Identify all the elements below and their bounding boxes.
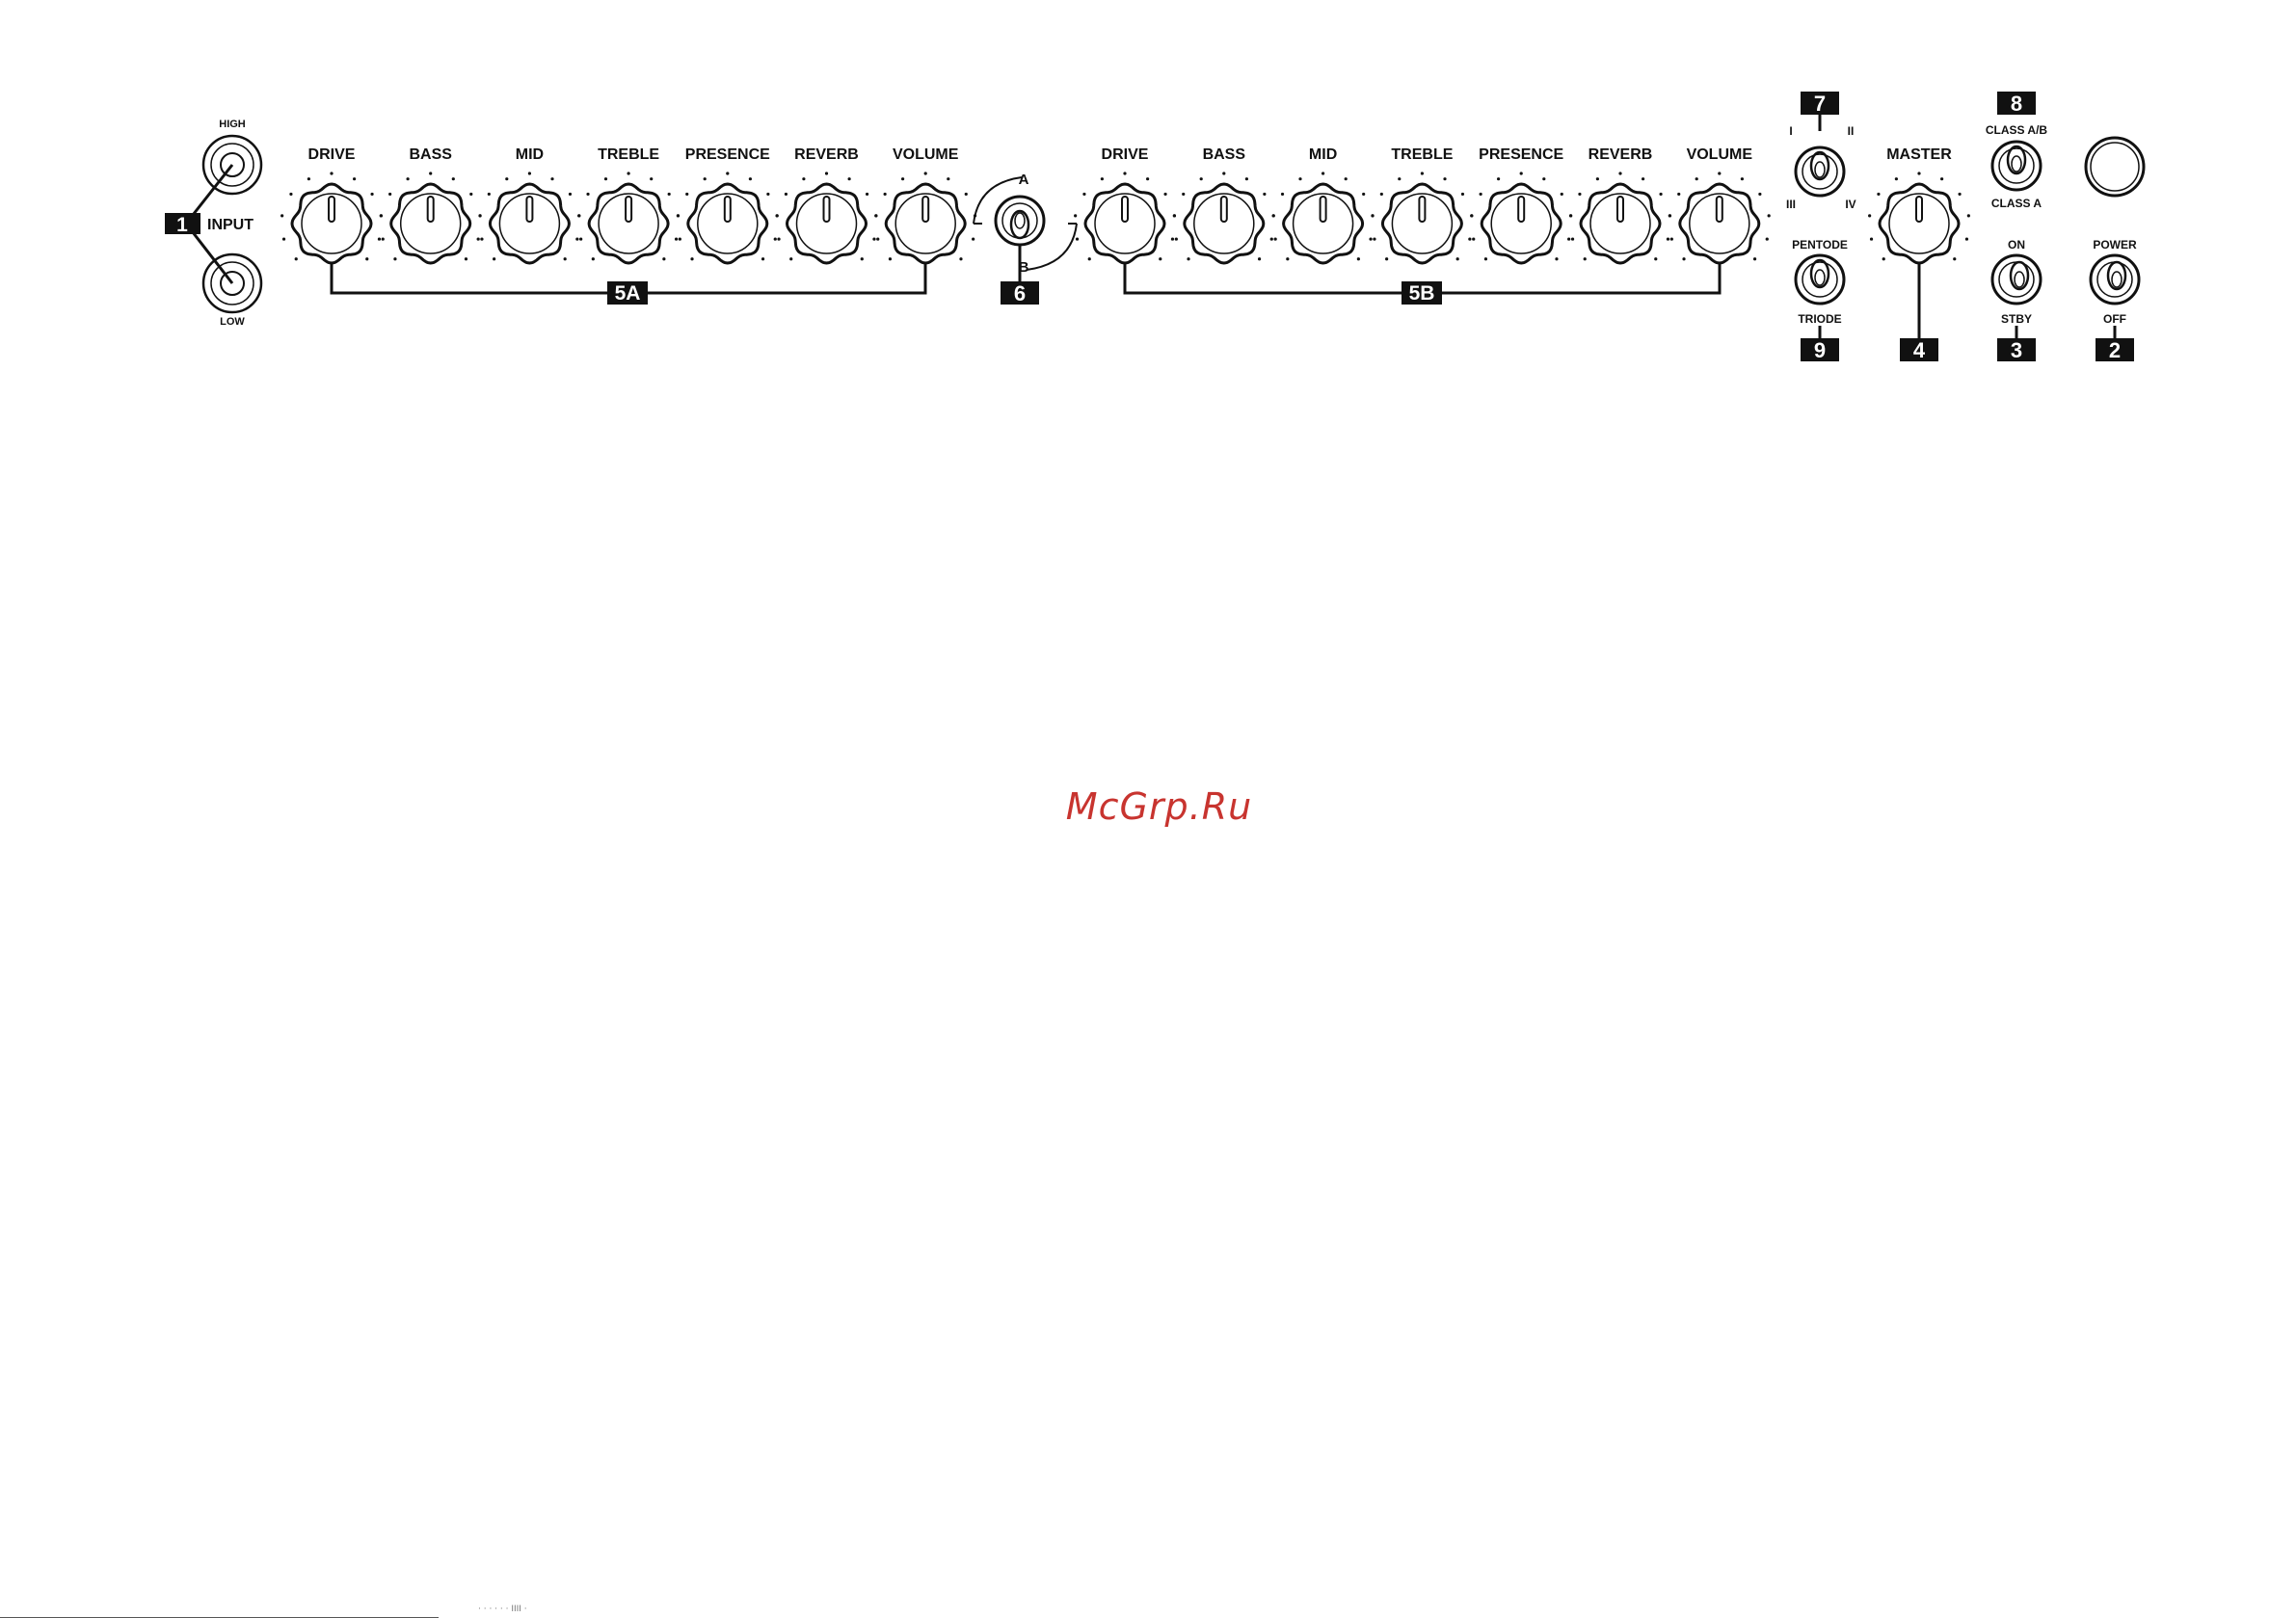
channel-a-volume-label: VOLUME	[893, 146, 959, 163]
channel-a-volume-knob[interactable]	[874, 172, 976, 263]
channel-a-mid-label: MID	[516, 146, 544, 163]
channel-switch-section: A B 6	[974, 172, 1077, 305]
channel-b-drive-label: DRIVE	[1102, 146, 1149, 163]
channel-b-presence-knob[interactable]	[1470, 172, 1572, 263]
power-section: POWER OFF 2	[2086, 138, 2144, 362]
footnote-text: · · · · · · IIII ·	[478, 1605, 527, 1614]
watermark-text: McGrp.Ru	[1059, 785, 1259, 828]
selector-position-1: I	[1789, 124, 1792, 138]
channel-a-mid-knob[interactable]	[478, 172, 580, 263]
input-section: HIGH LOW 1 INPUT	[165, 119, 261, 328]
callout-7: 7	[1814, 92, 1826, 116]
channel-b-mid-label: MID	[1309, 146, 1337, 163]
selector-position-2: II	[1848, 124, 1855, 138]
pentode-triode-switch[interactable]	[1796, 255, 1844, 304]
channel-a-presence-label: PRESENCE	[685, 146, 770, 163]
class-switch[interactable]	[1992, 142, 2041, 190]
channel-b-section: DRIVE BASS MID TREBLE PRESENCE REVERB VOLUME 5…	[1074, 146, 1771, 305]
class-ab-label: CLASS A/B	[1986, 123, 2048, 137]
channel-b-presence-label: PRESENCE	[1479, 146, 1563, 163]
selector-position-3: III	[1786, 198, 1796, 211]
channel-a-bass-knob[interactable]	[380, 172, 482, 263]
callout-9: 9	[1814, 338, 1826, 362]
channel-b-treble-knob[interactable]	[1371, 172, 1473, 263]
callout-3: 3	[2011, 338, 2022, 362]
callout-5b: 5B	[1409, 282, 1435, 305]
channel-b-volume-knob[interactable]	[1669, 172, 1771, 263]
channel-a-reverb-label: REVERB	[794, 146, 859, 163]
standby-switch[interactable]	[1992, 255, 2041, 304]
power-switch[interactable]	[2091, 255, 2139, 304]
callout-4: 4	[1913, 338, 1926, 362]
power-indicator-lamp	[2086, 138, 2144, 196]
channel-a-bass-label: BASS	[409, 146, 452, 163]
channel-b-knobs: DRIVE BASS MID TREBLE PRESENCE REVERB VOLUME	[1074, 146, 1771, 263]
channel-b-treble-label: TREBLE	[1391, 146, 1453, 163]
callout-1: 1	[176, 214, 188, 236]
callout-5a: 5A	[615, 282, 641, 305]
input-label: INPUT	[207, 217, 254, 233]
input-low-label: LOW	[220, 316, 245, 328]
channel-b-bass-knob[interactable]	[1173, 172, 1275, 263]
channel-a-treble-label: TREBLE	[598, 146, 659, 163]
triode-label: TRIODE	[1798, 312, 1841, 326]
channel-b-reverb-knob[interactable]	[1569, 172, 1671, 263]
channel-a-reverb-knob[interactable]	[776, 172, 878, 263]
callout-8: 8	[2011, 92, 2022, 116]
selector-section: 7 I II III IV	[1786, 92, 1856, 211]
channel-b-drive-knob[interactable]	[1074, 172, 1176, 263]
standby-stby-label: STBY	[2001, 312, 2032, 326]
class-section: 8 CLASS A/B CLASS A	[1986, 92, 2048, 210]
master-knob[interactable]	[1868, 172, 1970, 263]
standby-on-label: ON	[2008, 238, 2025, 252]
channel-a-presence-knob[interactable]	[677, 172, 779, 263]
channel-b-bass-label: BASS	[1203, 146, 1246, 163]
master-section: MASTER 4	[1868, 146, 1970, 362]
pentode-label: PENTODE	[1792, 238, 1848, 252]
selector-switch[interactable]	[1796, 147, 1844, 196]
power-label: POWER	[2093, 238, 2137, 252]
callout-2: 2	[2109, 338, 2121, 362]
input-high-label: HIGH	[219, 119, 246, 130]
standby-section: ON STBY 3	[1992, 238, 2041, 362]
channel-toggle-switch[interactable]	[996, 197, 1044, 245]
class-a-label: CLASS A	[1991, 197, 2042, 210]
channel-b-volume-label: VOLUME	[1687, 146, 1753, 163]
callout-6: 6	[1014, 281, 1026, 305]
channel-a-section: DRIVE BASS MID TREBLE PRESENCE REVERB VOLUME 5…	[280, 146, 976, 305]
pentode-triode-section: PENTODE TRIODE 9	[1792, 238, 1848, 362]
channel-a-drive-label: DRIVE	[308, 146, 356, 163]
channel-a-treble-knob[interactable]	[577, 172, 680, 263]
selector-position-4: IV	[1845, 198, 1855, 211]
channel-a-knobs: DRIVE BASS MID TREBLE PRESENCE REVERB VOLUME	[280, 146, 976, 263]
master-knob-wrap	[1868, 172, 1970, 263]
channel-b-reverb-label: REVERB	[1589, 146, 1653, 163]
master-label: MASTER	[1886, 146, 1952, 163]
power-off-label: OFF	[2103, 312, 2126, 326]
channel-b-mid-knob[interactable]	[1272, 172, 1375, 263]
channel-a-drive-knob[interactable]	[280, 172, 383, 263]
channel-a-switch-label: A	[1019, 172, 1029, 188]
